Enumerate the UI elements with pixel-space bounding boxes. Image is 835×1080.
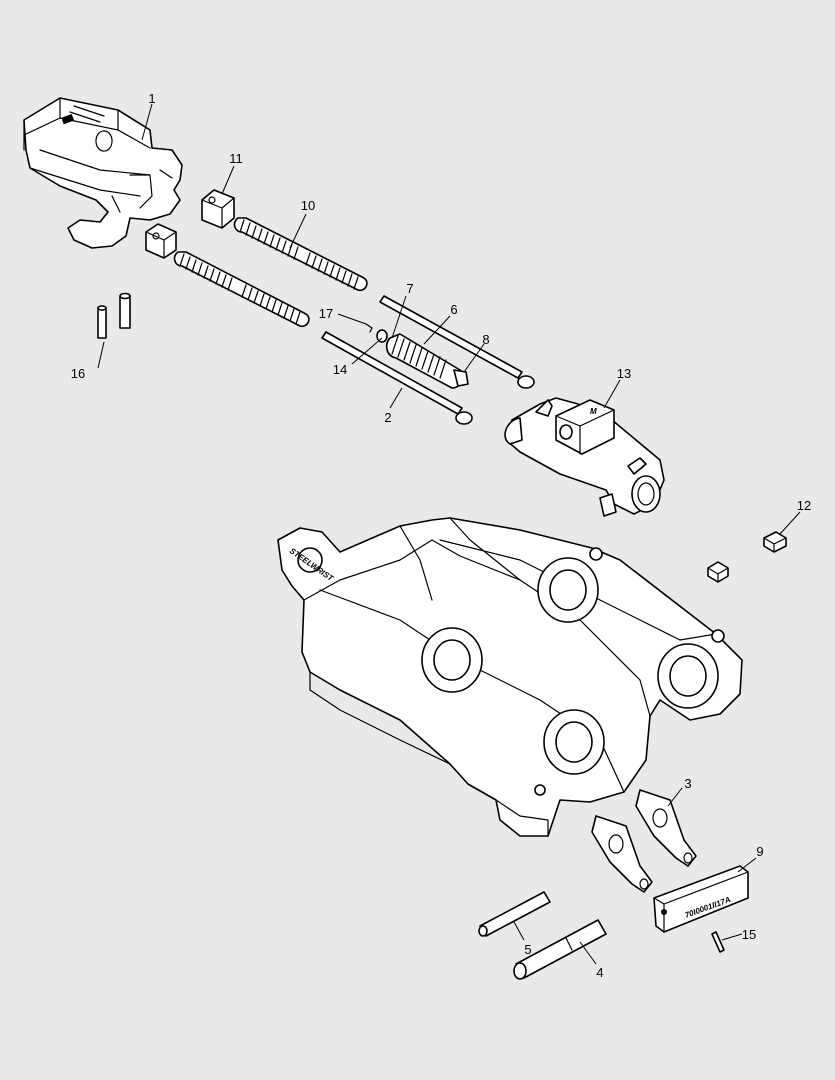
part-1-latch-block — [23, 97, 183, 249]
part-11-guide-block-upper — [201, 189, 235, 229]
part-4-pin — [513, 919, 607, 980]
callout-2: 2 — [384, 410, 391, 425]
callout-4: 4 — [596, 965, 603, 980]
part-12-key-lower — [707, 561, 729, 583]
callout-8: 8 — [482, 332, 489, 347]
part-10-spring-upper — [233, 217, 368, 292]
callout-15: 15 — [742, 927, 756, 942]
callout-3: 3 — [684, 776, 691, 791]
callout-14: 14 — [333, 362, 347, 377]
part-11-guide-block-lower — [145, 223, 177, 259]
callout-11: 11 — [229, 151, 243, 166]
part-10-spring-lower — [173, 251, 310, 328]
part-13-cylinder: M — [504, 397, 665, 517]
callout-9: 9 — [756, 844, 763, 859]
leader-lines — [97, 103, 801, 965]
callout-16: 16 — [71, 366, 85, 381]
callout-6: 6 — [450, 302, 457, 317]
part-2-rod — [321, 331, 473, 425]
callout-7: 7 — [406, 281, 413, 296]
part-12-key-upper — [763, 531, 787, 553]
part-9-id-plate: 70I0001II17A — [653, 865, 749, 933]
part-3-plate-right — [635, 789, 697, 867]
cylinder-mark: M — [590, 407, 597, 416]
callout-5: 5 — [524, 942, 531, 957]
part-5-pin — [478, 891, 551, 937]
callout-1: 1 — [148, 91, 155, 106]
part-16-pin-right — [119, 292, 131, 329]
main-frame-body: STEELWRIST — [277, 517, 743, 837]
part-8-end-cap — [453, 369, 469, 387]
callouts: 1 11 10 16 7 6 17 14 8 2 13 12 3 9 15 5 … — [71, 91, 811, 980]
part-rod-upper — [379, 295, 535, 389]
part-14-bushing — [376, 329, 388, 343]
part-15-roll-pin — [711, 931, 725, 953]
callout-10: 10 — [301, 198, 315, 213]
part-17-clip — [365, 323, 373, 333]
callout-13: 13 — [617, 366, 631, 381]
part-16-pin-left — [97, 305, 107, 339]
callout-12: 12 — [797, 498, 811, 513]
callout-17: 17 — [319, 306, 333, 321]
part-3-plate-left — [591, 815, 653, 893]
